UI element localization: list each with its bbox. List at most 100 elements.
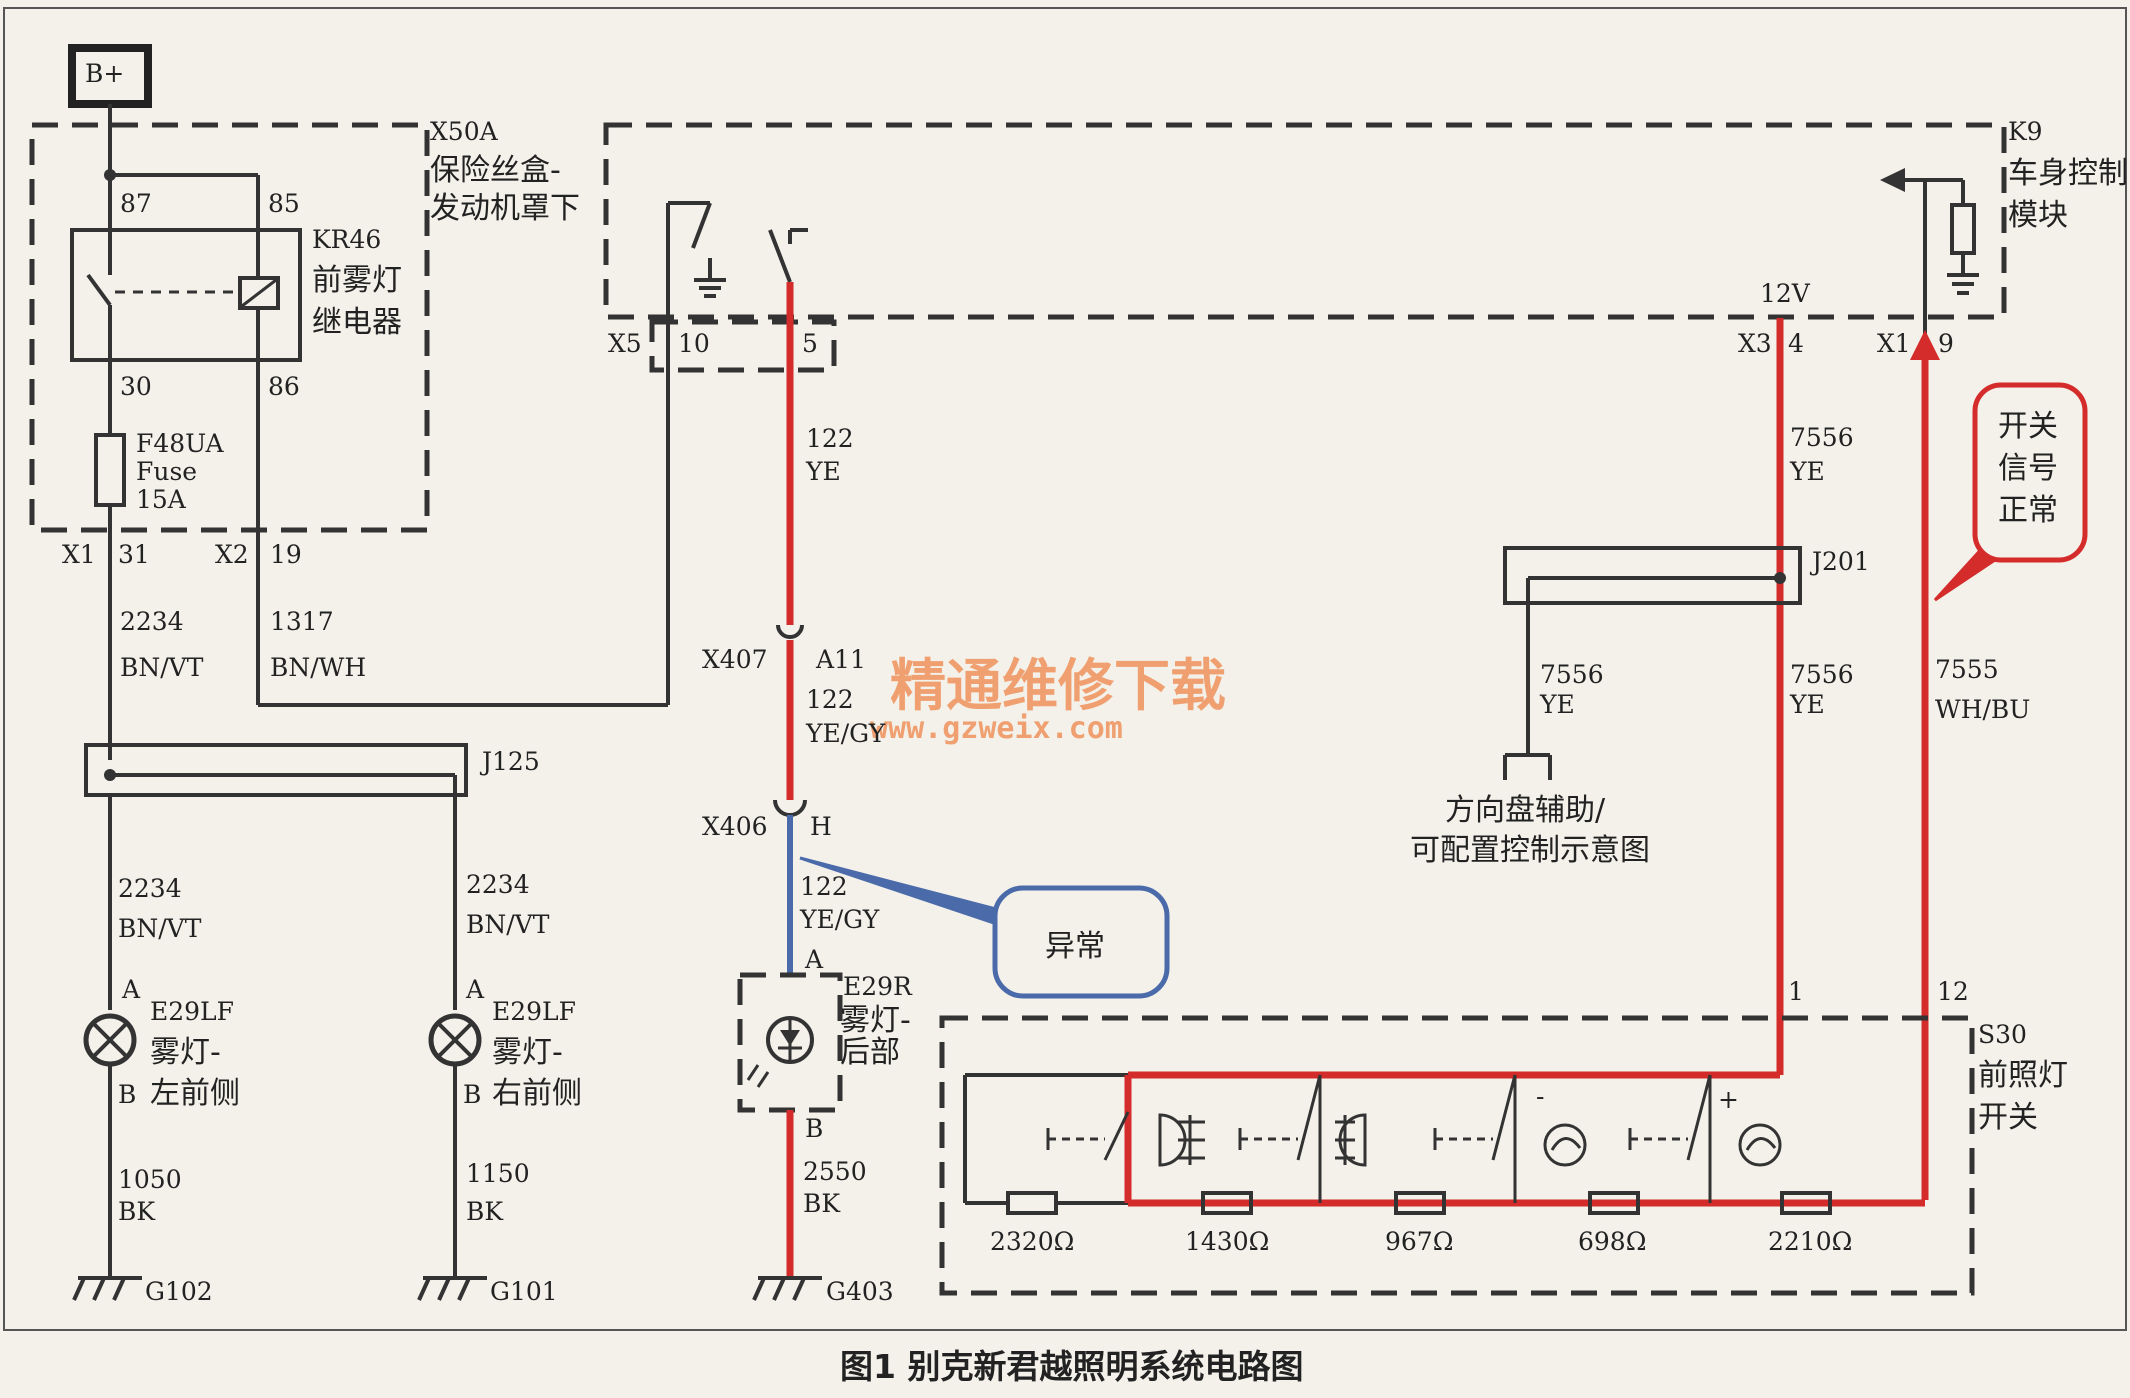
x1-label: X1 (1877, 329, 1911, 358)
switch-signal-callout (1933, 382, 2088, 602)
x3-pin4: 4 (1788, 329, 1804, 358)
dimmer-plus-icon (1738, 1123, 1782, 1167)
left-fog-lamp-symbol (83, 1013, 137, 1278)
left-lamp-pinA: A (121, 975, 141, 1004)
right-lamp-code: E29LF (492, 997, 576, 1026)
relay-pin87: 87 (120, 189, 152, 218)
right-lamp-name-1: 雾灯- (492, 1035, 563, 1070)
switch-signal-line3: 正常 (1998, 493, 2058, 528)
x1-pin9: 9 (1938, 329, 1954, 358)
rear-c4: 2550 (803, 1157, 867, 1186)
x3-c-top: 7556 (1790, 423, 1854, 452)
relay-code: KR46 (312, 225, 381, 254)
rear-lamp-name-2: 后部 (840, 1035, 900, 1070)
rear-ground-label: G403 (826, 1277, 894, 1306)
rear-c3: 122 (800, 872, 848, 901)
switch-pin12: 12 (1937, 977, 1969, 1006)
steering-color: YE (1539, 690, 1575, 719)
right-lamp-pinA: A (465, 975, 485, 1004)
fuse-out-color: BN/VT (120, 653, 204, 682)
right-ground-label: G101 (490, 1277, 558, 1306)
fuse-box-wiring (70, 104, 670, 760)
right-lamp-circuit-in: 2234 (466, 870, 530, 899)
fuse-out-pin: 31 (118, 540, 150, 569)
left-lamp-name-2: 左前侧 (150, 1076, 240, 1111)
switch-signal-line1: 开关 (1998, 409, 2058, 444)
battery-terminal: B+ (68, 44, 152, 108)
rear-lamp-pinB: B (805, 1114, 823, 1143)
left-lamp-circuit-in: 2234 (118, 874, 182, 903)
relay-name-2: 继电器 (312, 305, 402, 340)
right-lamp-pinB: B (463, 1080, 481, 1109)
fuse-box-code: X50A (430, 117, 499, 146)
splice-j201-label: J201 (1809, 547, 1870, 576)
switch-signal-line2: 信号 (1998, 451, 2058, 486)
dimmer-minus-icon (1543, 1123, 1587, 1167)
bcm-name-1: 车身控制 (2008, 156, 2128, 191)
abnormal-label: 异常 (1045, 929, 1105, 964)
bcm-code: K9 (2008, 117, 2043, 146)
fuse-code: F48UA (136, 429, 224, 458)
steering-ref-1: 方向盘辅助/ (1445, 793, 1606, 828)
switch-name-2: 开关 (1978, 1100, 2038, 1135)
fuse-box-name-1: 保险丝盒- (430, 153, 561, 188)
x5-connector (649, 319, 837, 373)
headlamp-switch-outline (939, 1015, 1975, 1296)
battery-label: B+ (85, 59, 124, 88)
ground-g403-icon (752, 1276, 822, 1301)
relay-pin30: 30 (120, 372, 152, 401)
fuse-line2: Fuse (136, 457, 197, 486)
splice-j201 (1503, 546, 1802, 780)
figure-caption: 图1 别克新君越照明系统电路图 (840, 1347, 1303, 1386)
x406-pin: H (810, 812, 832, 841)
left-lamp-color-out: BK (118, 1197, 156, 1226)
rear-fog-lamp-symbol (737, 972, 843, 1278)
left-lamp-pinB: B (118, 1080, 136, 1109)
left-lamp-circuit-out: 1050 (118, 1165, 182, 1194)
relay-ctrl-conn: X2 (215, 540, 249, 569)
relay-ctrl-pin: 19 (270, 540, 302, 569)
resistor-2: 1430Ω (1185, 1227, 1269, 1256)
bcm-internal-switch-5 (768, 228, 808, 283)
fuse-out-circuit: 2234 (120, 607, 184, 636)
switch-pin1: 1 (1788, 977, 1804, 1006)
x5-pin5: 5 (802, 329, 818, 358)
right-fog-lamp-symbol (428, 1013, 482, 1278)
rear-col1: YE (805, 457, 841, 486)
left-ground-label: G102 (145, 1277, 213, 1306)
diagram-frame (3, 7, 2127, 1331)
bcm-internal-switch-10 (666, 201, 726, 300)
rear-lamp-name-1: 雾灯- (840, 1003, 911, 1038)
relay-pin86: 86 (268, 372, 300, 401)
ground-g101-icon (417, 1276, 487, 1301)
fuse-rating: 15A (136, 485, 187, 514)
left-lamp-name-1: 雾灯- (150, 1035, 221, 1070)
x3-label: X3 (1738, 329, 1772, 358)
x3-c-bot: 7556 (1790, 660, 1854, 689)
right-lamp-circuit-out: 1150 (466, 1159, 530, 1188)
rear-lamp-pinA: A (804, 945, 824, 974)
relay-pin85: 85 (268, 189, 300, 218)
x5-label: X5 (608, 329, 642, 358)
rear-fog-feed-wire (773, 282, 807, 817)
rear-c1: 122 (806, 424, 854, 453)
switch-name-1: 前照灯 (1978, 1058, 2068, 1093)
headlamp-switch-ladder (963, 1071, 1925, 1215)
ground-g102-icon (72, 1276, 142, 1301)
x1-circuit-number: 7555 (1935, 655, 1999, 684)
splice-j125 (84, 743, 468, 1010)
rear-c2: 122 (806, 685, 854, 714)
abnormal-callout (799, 856, 1170, 999)
relay-name-1: 前雾灯 (312, 263, 402, 298)
x5-pin10: 10 (678, 329, 710, 358)
switch-code: S30 (1978, 1020, 2027, 1049)
relay-ctrl-circuit: 1317 (270, 607, 334, 636)
steering-ref-2: 可配置控制示意图 (1410, 833, 1650, 868)
bcm-voltage: 12V (1760, 279, 1811, 308)
bcm-name-2: 模块 (2008, 198, 2068, 233)
x1-circuit-color: WH/BU (1935, 695, 2030, 724)
watermark-url: www.gzweix.com (870, 711, 1123, 746)
switch-minus: - (1536, 1082, 1544, 1111)
bcm-input-circuit (1880, 168, 1979, 340)
